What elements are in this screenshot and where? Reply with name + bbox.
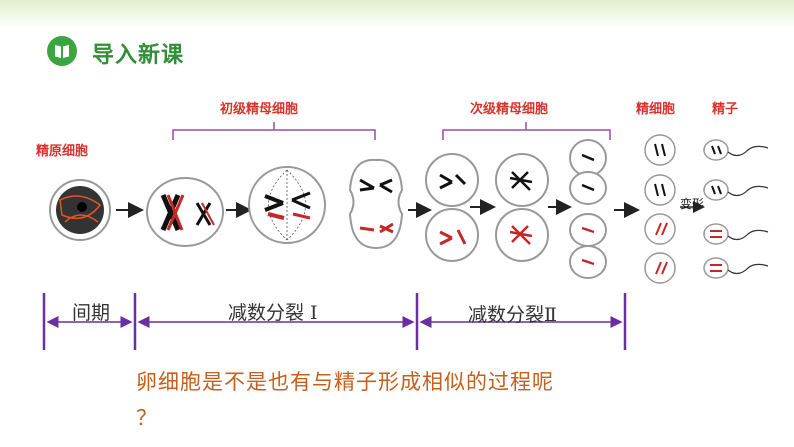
spermatid-cells [644, 134, 676, 284]
cell-spermatogonium [49, 179, 111, 241]
brace-secondary [442, 122, 611, 140]
question-mark: ？ [136, 406, 157, 430]
header-badge [47, 36, 77, 66]
stage-meiosis-1: 减数分裂 Ⅰ [228, 302, 318, 324]
label-sperm: 精子 [712, 102, 739, 117]
top-gradient-band [0, 0, 794, 28]
cell-secondary-bottom-2 [495, 208, 549, 262]
sperm-cells [703, 139, 769, 279]
label-spermatid: 精细胞 [636, 102, 676, 117]
page-title: 导入新课 [92, 43, 185, 68]
cell-primary-2 [248, 166, 326, 244]
cell-primary-3 [348, 158, 404, 250]
cell-primary-1 [146, 177, 224, 247]
brace-primary [172, 122, 376, 140]
cell-secondary-top-1 [425, 153, 479, 207]
cell-secondary-dividing [569, 139, 607, 279]
cell-secondary-bottom-1 [425, 208, 479, 262]
stage-meiosis-2: 减数分裂Ⅱ [468, 304, 557, 326]
cell-secondary-top-2 [495, 153, 549, 207]
label-spermatogonium: 精原细胞 [36, 144, 89, 159]
stage-timeline [42, 293, 627, 350]
label-secondary-spermatocyte: 次级精母细胞 [470, 102, 549, 117]
open-book-icon [55, 45, 69, 58]
label-primary-spermatocyte: 初级精母细胞 [220, 102, 299, 117]
question-text: 卵细胞是不是也有与精子形成相似的过程呢 [136, 370, 554, 394]
stage-interphase: 间期 [72, 302, 111, 324]
